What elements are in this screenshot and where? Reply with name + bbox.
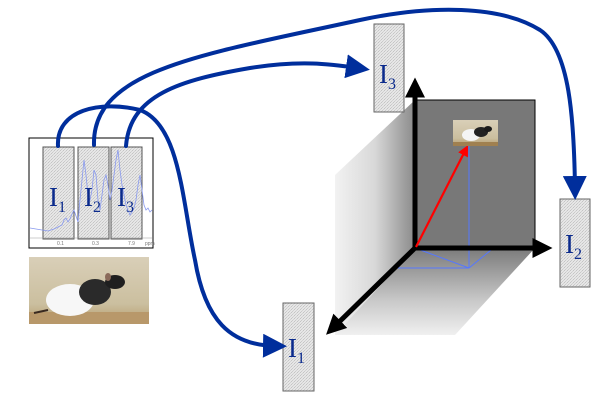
spectrum-window-label: I1 xyxy=(49,182,66,216)
spectrum-trace xyxy=(29,149,153,232)
axis-label-i1: I1 xyxy=(282,302,315,392)
left-plane xyxy=(335,100,415,335)
tick-label: 0.1 xyxy=(57,241,64,247)
feature-space-3d xyxy=(326,77,553,335)
svg-text:I3: I3 xyxy=(379,59,396,93)
rat-photo-thumbnail xyxy=(453,120,498,146)
spectrum-window-label: I2 xyxy=(84,182,101,216)
rat-photo xyxy=(29,257,149,324)
spectrum-panel: 0.1 0.3 7.9 ppm I1 I2 I3 xyxy=(28,137,155,249)
axis-label-i3: I3 xyxy=(373,23,405,113)
arrow-i3-to-axis xyxy=(124,54,370,148)
svg-text:I1: I1 xyxy=(288,333,305,367)
floor-plane xyxy=(335,248,535,335)
tick-label: 7.9 xyxy=(128,241,135,247)
axis-i1 xyxy=(326,246,417,335)
tick-label: 0.3 xyxy=(92,241,99,247)
spectrum-window-label: I3 xyxy=(117,182,134,216)
arrow-i1-to-axis xyxy=(55,104,287,358)
mapping-arrows xyxy=(55,7,587,358)
axis-label-i2: I2 xyxy=(559,198,591,288)
spectrum-window-2 xyxy=(77,146,110,240)
sample-vector xyxy=(415,145,468,248)
tick-unit: ppm xyxy=(145,241,155,247)
svg-text:I2: I2 xyxy=(565,229,582,263)
arrow-i2-to-axis xyxy=(91,7,587,200)
spectrum-window-1 xyxy=(42,146,75,240)
